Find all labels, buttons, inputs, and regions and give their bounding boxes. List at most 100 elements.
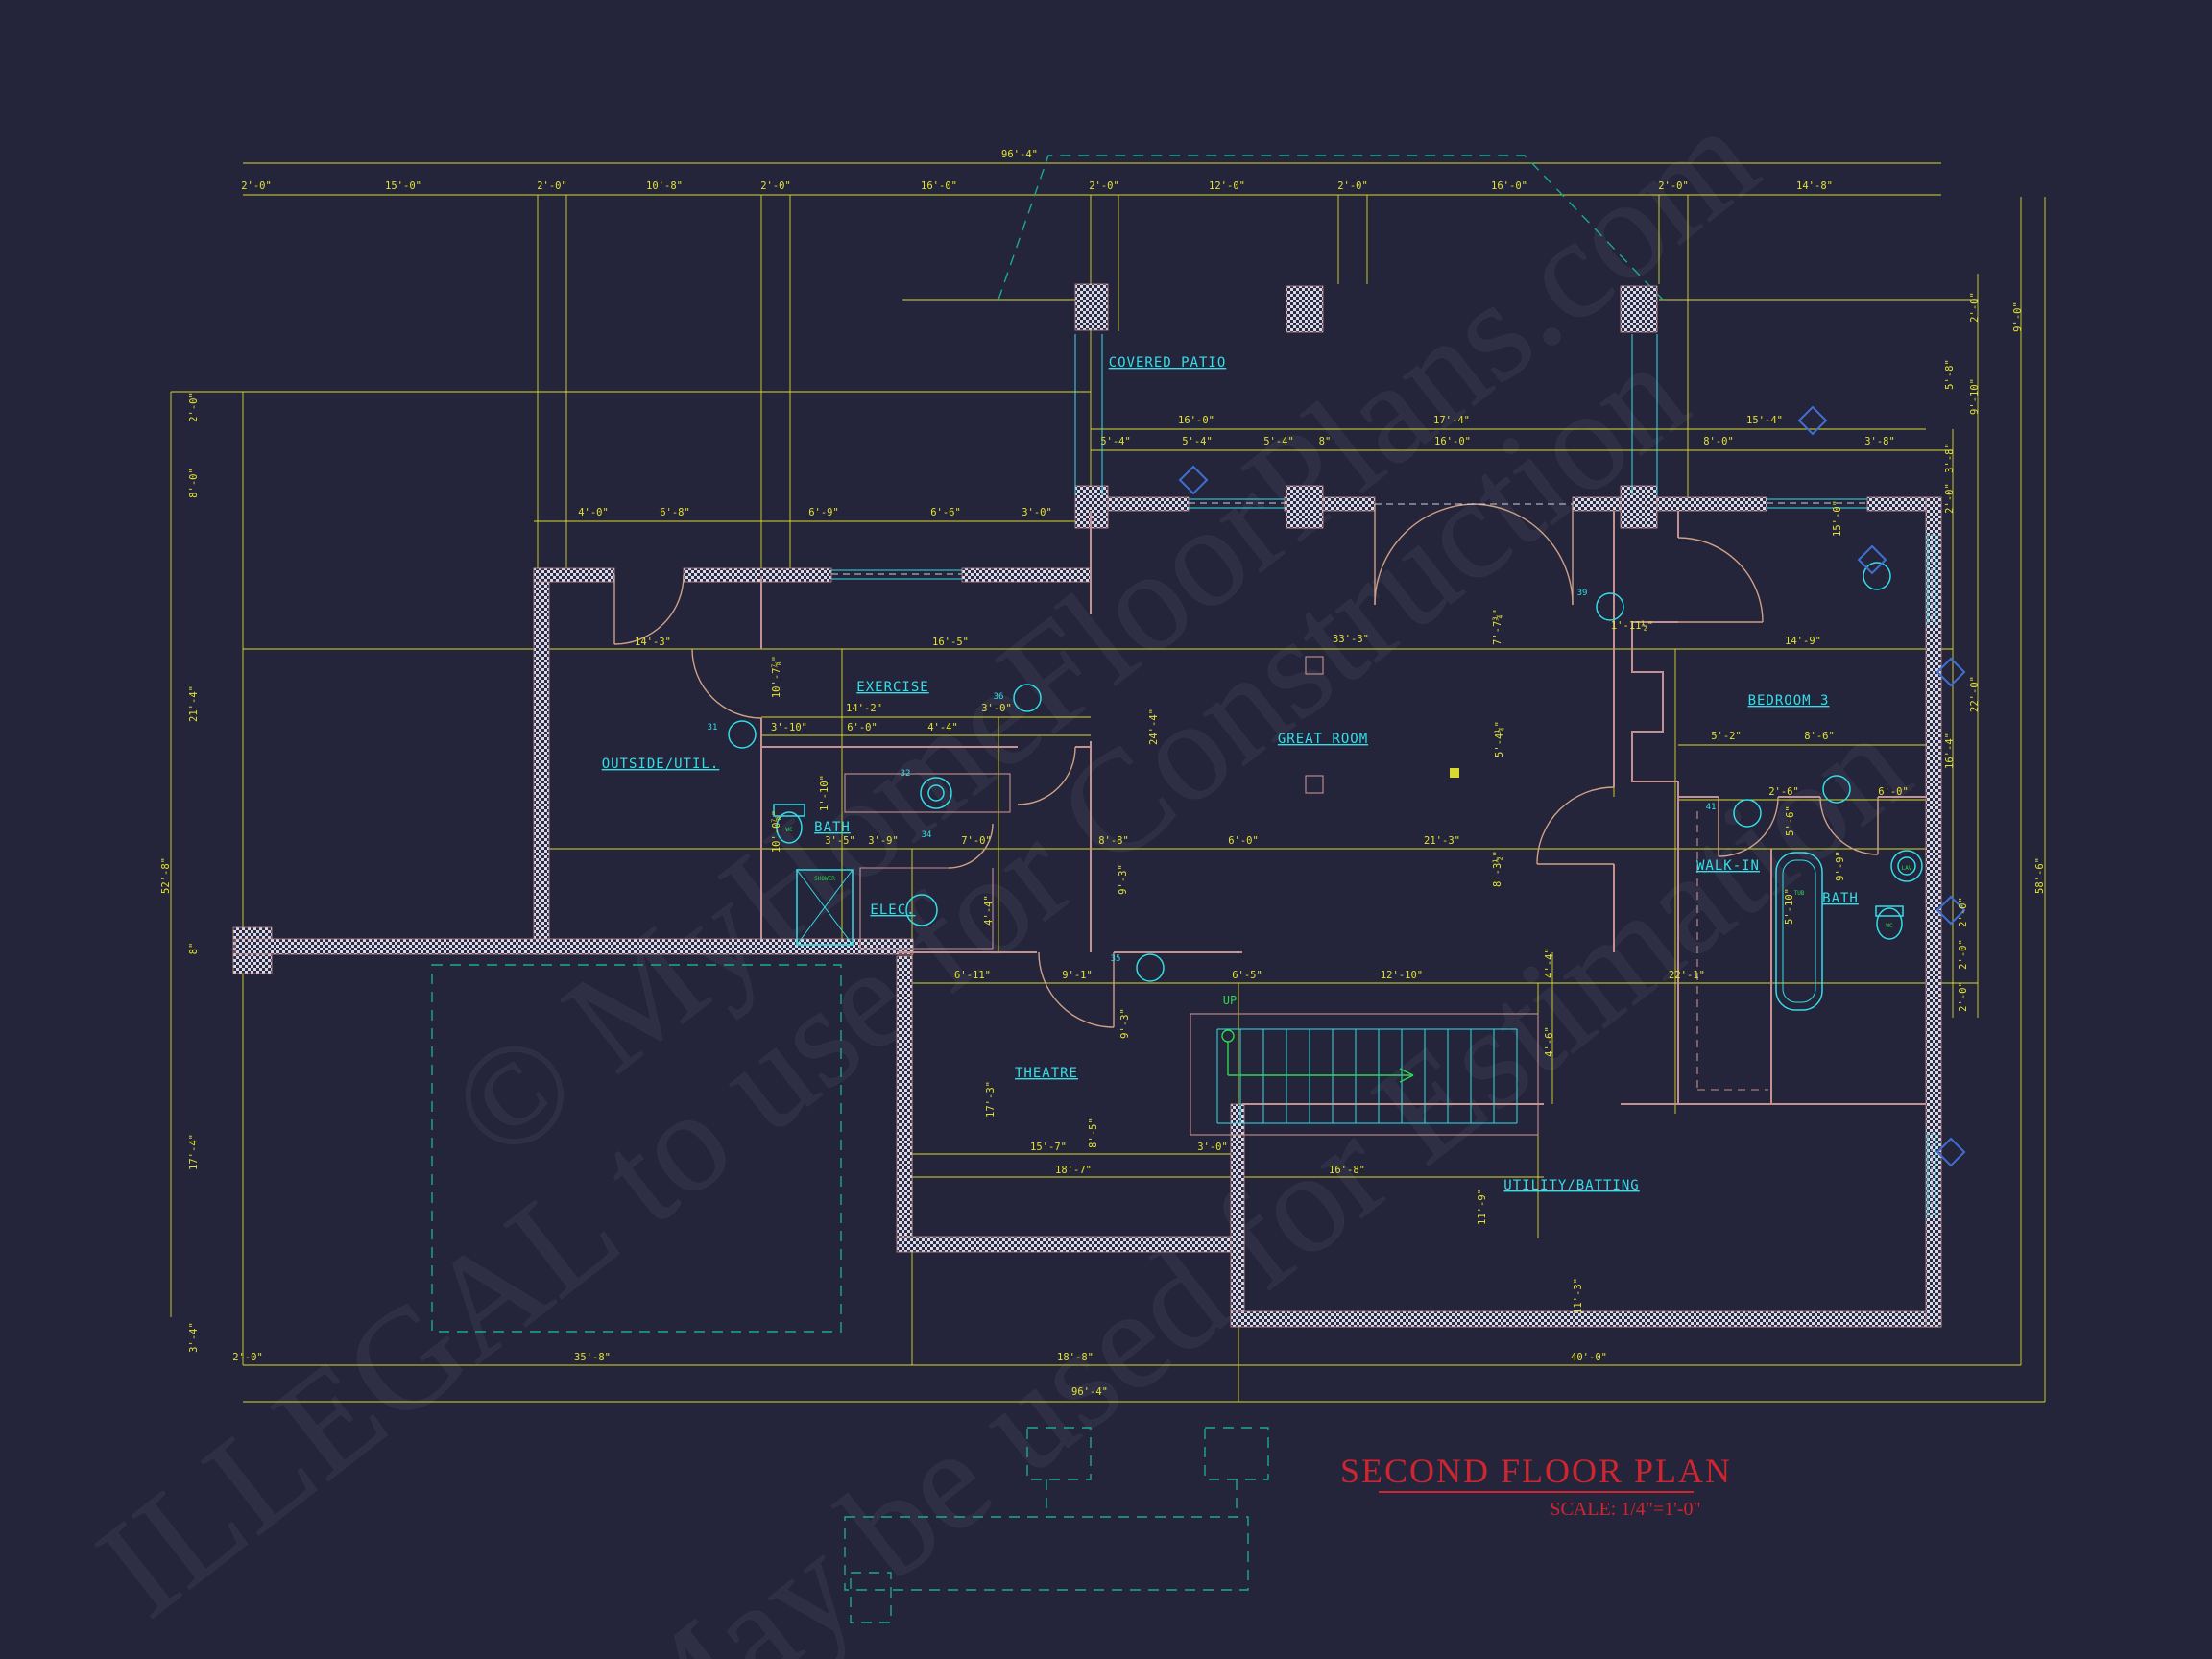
dimension-label: 8'-0" xyxy=(1703,436,1734,447)
dimension-label: 16'-0" xyxy=(1491,180,1527,192)
dimension-label: 16'-5" xyxy=(932,637,969,648)
dimension-label: 5'-2" xyxy=(1711,731,1742,742)
dimension-label: 8'-5" xyxy=(1088,1118,1099,1148)
dimension-label: 2'-0" xyxy=(1958,897,1969,927)
dimension-label: 9'-10" xyxy=(1969,378,1981,415)
dimension-label: 3'-0" xyxy=(1197,1142,1228,1153)
dimension-label: 8'-3½" xyxy=(1492,851,1503,887)
dimension-label: 14'-9" xyxy=(1785,636,1821,647)
dimension-label: 21'-3" xyxy=(1424,835,1460,847)
dimension-label: 16'-8" xyxy=(1329,1165,1365,1176)
dimension-label: 9'-9" xyxy=(1835,851,1846,881)
annotation-label: TUB xyxy=(1794,890,1805,897)
dimension-label: 22'-0" xyxy=(1969,676,1981,712)
room-labels: COVERED PATIOEXERCISEOUTSIDE/UTIL.BATHEL… xyxy=(602,355,1859,1193)
dimension-label: 4'-0" xyxy=(578,507,609,518)
dimension-label: 3'-9" xyxy=(868,835,899,847)
exterior-walls xyxy=(232,283,1942,1328)
annotation-label: WC xyxy=(785,827,793,833)
dimension-label: 18'-8" xyxy=(1057,1352,1094,1363)
dimension-label: 9'-1" xyxy=(1062,970,1093,981)
dimension-label: 2'-0" xyxy=(188,392,200,422)
door-arcs xyxy=(613,503,1879,1028)
dimension-label: 10'-7⅞" xyxy=(771,656,782,698)
dimension-label: 3'-4" xyxy=(188,1322,200,1353)
dimension-label: 16'-0" xyxy=(1178,415,1214,426)
page-title: SECOND FLOOR PLAN xyxy=(1340,1452,1732,1490)
dimension-label: 33'-3" xyxy=(1333,634,1369,645)
dimension-label: 96'-4" xyxy=(1071,1386,1108,1398)
dimension-label: 35'-8" xyxy=(574,1352,611,1363)
dimension-label: 2'-6" xyxy=(1768,786,1799,798)
dimension-label: 9'-3" xyxy=(1119,1008,1131,1039)
dimension-label: 10'-8" xyxy=(646,180,683,192)
dimension-label: 5'-4" xyxy=(1182,436,1213,447)
dimension-label: 6'-9" xyxy=(808,507,839,518)
dimension-label: 2'-0" xyxy=(232,1352,263,1363)
room-label: BATH xyxy=(1822,891,1859,906)
dimension-label: 17'-4" xyxy=(188,1134,200,1170)
dimension-label: 52'-8" xyxy=(160,857,172,894)
dimension-label: 21'-4" xyxy=(188,685,200,722)
dimension-label: 2'-0" xyxy=(1337,180,1368,192)
dimension-label: 5'-4" xyxy=(1263,436,1294,447)
roof-outline xyxy=(431,155,1664,1623)
door-tag: 41 xyxy=(1706,803,1717,812)
dimension-label: 2'-0" xyxy=(1944,483,1956,514)
dimension-label: 12'-10" xyxy=(1381,970,1423,981)
door-tag: 34 xyxy=(922,830,932,840)
room-label: GREAT ROOM xyxy=(1278,732,1368,747)
dimension-label: 15'-7" xyxy=(1030,1142,1067,1153)
windows xyxy=(831,334,1936,1217)
room-label: UTILITY/BATTING xyxy=(1503,1178,1639,1193)
dimension-label: 5'-6" xyxy=(1785,805,1796,836)
door-tag: 35 xyxy=(1111,954,1121,964)
dimension-label: 2'-0" xyxy=(241,180,272,192)
dimension-label: 58'-6" xyxy=(2034,857,2046,894)
dimension-label: 8" xyxy=(188,943,200,955)
dimension-label: 15'-0" xyxy=(1832,500,1843,537)
annotation-label: LAV xyxy=(1902,865,1912,872)
dimension-label: 14'-2" xyxy=(846,703,882,714)
dimension-label: 5'-8" xyxy=(1944,359,1956,390)
dimension-label: 2'-0" xyxy=(1658,180,1689,192)
dimension-label: 2'-0" xyxy=(1969,292,1981,323)
dimension-label: 8'-8" xyxy=(1098,835,1129,847)
room-label: COVERED PATIO xyxy=(1109,355,1227,371)
dimension-label: 6'-0" xyxy=(1878,786,1909,798)
dimension-label: 6'-0" xyxy=(847,722,878,733)
dimension-label: 6'-0" xyxy=(1228,835,1259,847)
dimension-label: 4'-4" xyxy=(1544,948,1555,978)
dimension-label: 12'-0" xyxy=(1209,180,1245,192)
dimension-label: 6'-8" xyxy=(660,507,690,518)
dimension-label: 14'-3" xyxy=(635,637,671,648)
dimension-label: 6'-11" xyxy=(954,970,991,981)
dimension-label: 24'-4" xyxy=(1148,709,1160,745)
dimension-label: 3'-8" xyxy=(1944,443,1956,473)
dimension-label: 14'-8" xyxy=(1796,180,1833,192)
scale-label: SCALE: 1/4"=1'-0" xyxy=(1550,1499,1700,1520)
dimension-label: 3'-10" xyxy=(771,722,807,733)
dimension-label: 5'-10" xyxy=(1784,888,1795,925)
room-label: BEDROOM 3 xyxy=(1748,693,1830,709)
dimension-label: 3'-0" xyxy=(1022,507,1052,518)
door-tag: 39 xyxy=(1577,589,1588,598)
room-label: EXERCISE xyxy=(856,680,928,695)
door-tag: 36 xyxy=(994,692,1004,702)
room-label: OUTSIDE/UTIL. xyxy=(602,757,720,772)
dimension-label: 7'-0" xyxy=(961,835,992,847)
dimension-label: 11'-9" xyxy=(1477,1189,1488,1225)
dimension-label: 4'-4" xyxy=(983,895,995,926)
dimension-label: 10'-0⅞" xyxy=(771,810,782,853)
dimension-label: 22'-1" xyxy=(1669,970,1705,981)
dimension-label: 2'-0" xyxy=(1958,981,1969,1012)
title-block: SECOND FLOOR PLAN SCALE: 1/4"=1'-0" xyxy=(1340,1452,1732,1520)
dimension-label: 3'-5" xyxy=(825,835,855,847)
dimension-label: 5'-4" xyxy=(1100,436,1131,447)
dimension-label: 8'-0" xyxy=(188,468,200,498)
room-label: WALK-IN xyxy=(1696,858,1760,874)
dimension-label: 16'-0" xyxy=(1434,436,1471,447)
